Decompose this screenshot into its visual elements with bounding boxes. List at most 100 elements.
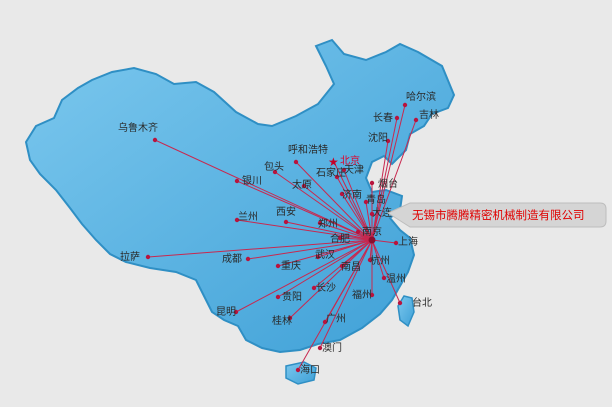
- city-label: 天津: [344, 164, 364, 176]
- route-line: [277, 239, 373, 267]
- hainan-island: [285, 361, 317, 385]
- city-label: 桂林: [272, 314, 292, 327]
- route-line: [285, 221, 373, 241]
- city-dot: [293, 159, 299, 165]
- capital-star-icon: ★: [328, 155, 339, 169]
- city-dot: [152, 137, 158, 143]
- city-dot: [341, 167, 347, 173]
- route-line: [295, 161, 373, 241]
- route-line: [277, 239, 373, 298]
- route-line: [235, 239, 373, 313]
- city-label: 兰州: [238, 210, 258, 223]
- city-label: 北京: [340, 154, 360, 167]
- city-label: 重庆: [281, 259, 301, 272]
- city-label: 台北: [412, 296, 432, 309]
- route-line: [303, 185, 373, 241]
- banner-shape: [386, 202, 607, 228]
- city-dot: [287, 315, 293, 321]
- route-line: [365, 201, 373, 241]
- city-label: 拉萨: [120, 250, 140, 263]
- route-line: [371, 104, 406, 241]
- route-line: [247, 239, 373, 260]
- city-dot: [233, 309, 239, 315]
- route-line: [371, 239, 401, 304]
- city-label: 吉林: [419, 108, 439, 121]
- city-label: 哈尔滨: [406, 90, 436, 103]
- city-dot: [234, 217, 240, 223]
- city-label: 济南: [342, 188, 362, 201]
- city-dot: [301, 183, 307, 189]
- city-label: 西安: [276, 205, 296, 218]
- city-dot: [339, 191, 345, 197]
- route-line: [297, 239, 373, 371]
- city-dot: [275, 263, 281, 269]
- city-dot: [317, 220, 323, 226]
- city-dot: [381, 275, 387, 281]
- city-dot: [317, 345, 323, 351]
- city-label: 银川: [242, 174, 262, 187]
- city-dot: [234, 178, 240, 184]
- city-dot: [339, 263, 345, 269]
- route-line: [371, 117, 398, 241]
- city-label: 澳门: [322, 341, 342, 354]
- city-label: 温州: [386, 273, 406, 285]
- route-line: [371, 239, 385, 279]
- route-line: [319, 239, 373, 349]
- city-label: 包头: [264, 160, 284, 173]
- city-dot: [355, 229, 361, 235]
- city-label: 大连: [372, 206, 392, 219]
- china-landmass: [24, 38, 456, 354]
- city-dot: [397, 300, 403, 306]
- city-label: 武汉: [315, 248, 335, 261]
- city-dot: [311, 285, 317, 291]
- city-dot: [315, 254, 321, 260]
- hub-dot: [368, 236, 376, 244]
- route-line: [289, 239, 373, 319]
- company-banner: 无锡市腾腾精密机械制造有限公司: [386, 202, 607, 228]
- route-line: [371, 119, 417, 241]
- route-line: [274, 171, 373, 241]
- route-line: [236, 180, 373, 241]
- city-label: 郑州: [318, 217, 338, 230]
- route-line: [371, 140, 389, 241]
- city-dot: [394, 115, 400, 121]
- city-label: 呼和浩特: [288, 144, 328, 156]
- route-line: [333, 161, 373, 241]
- city-label: 沈阳: [368, 131, 388, 144]
- city-label: 合肥: [330, 232, 350, 245]
- city-label: 福州: [352, 288, 372, 301]
- city-label: 昆明: [216, 306, 236, 318]
- city-label: 长沙: [316, 282, 336, 294]
- city-dot: [402, 102, 408, 108]
- city-dot: [367, 257, 373, 263]
- city-label: 成都: [222, 253, 242, 265]
- city-dot: [283, 219, 289, 225]
- city-label: 乌鲁木齐: [118, 121, 158, 134]
- route-line: [343, 169, 373, 241]
- city-dot: [413, 117, 419, 123]
- route-line: [371, 239, 397, 244]
- city-dot: [295, 367, 301, 373]
- city-label: 南京: [362, 225, 382, 238]
- route-lines: [147, 104, 417, 371]
- city-label: 长春: [373, 112, 393, 124]
- city-label: 海口: [300, 363, 320, 376]
- city-label: 青岛: [366, 193, 386, 206]
- city-label: 石家庄: [316, 166, 346, 179]
- route-line: [147, 239, 373, 258]
- city-label: 杭州: [370, 254, 390, 267]
- city-label: 广州: [326, 313, 346, 325]
- city-label: 烟台: [378, 177, 398, 190]
- route-line: [339, 237, 373, 241]
- city-label: 贵阳: [282, 290, 302, 303]
- city-labels: 乌鲁木齐哈尔滨长春吉林沈阳呼和浩特北京包头石家庄天津银川太原济南烟台青岛大连兰州…: [118, 90, 439, 376]
- city-dot: [369, 211, 375, 217]
- city-dot: [393, 240, 399, 246]
- city-dot: [337, 235, 343, 241]
- route-line: [236, 219, 373, 241]
- city-dot: [272, 169, 278, 175]
- route-line: [336, 176, 373, 241]
- city-label: 上海: [398, 235, 418, 248]
